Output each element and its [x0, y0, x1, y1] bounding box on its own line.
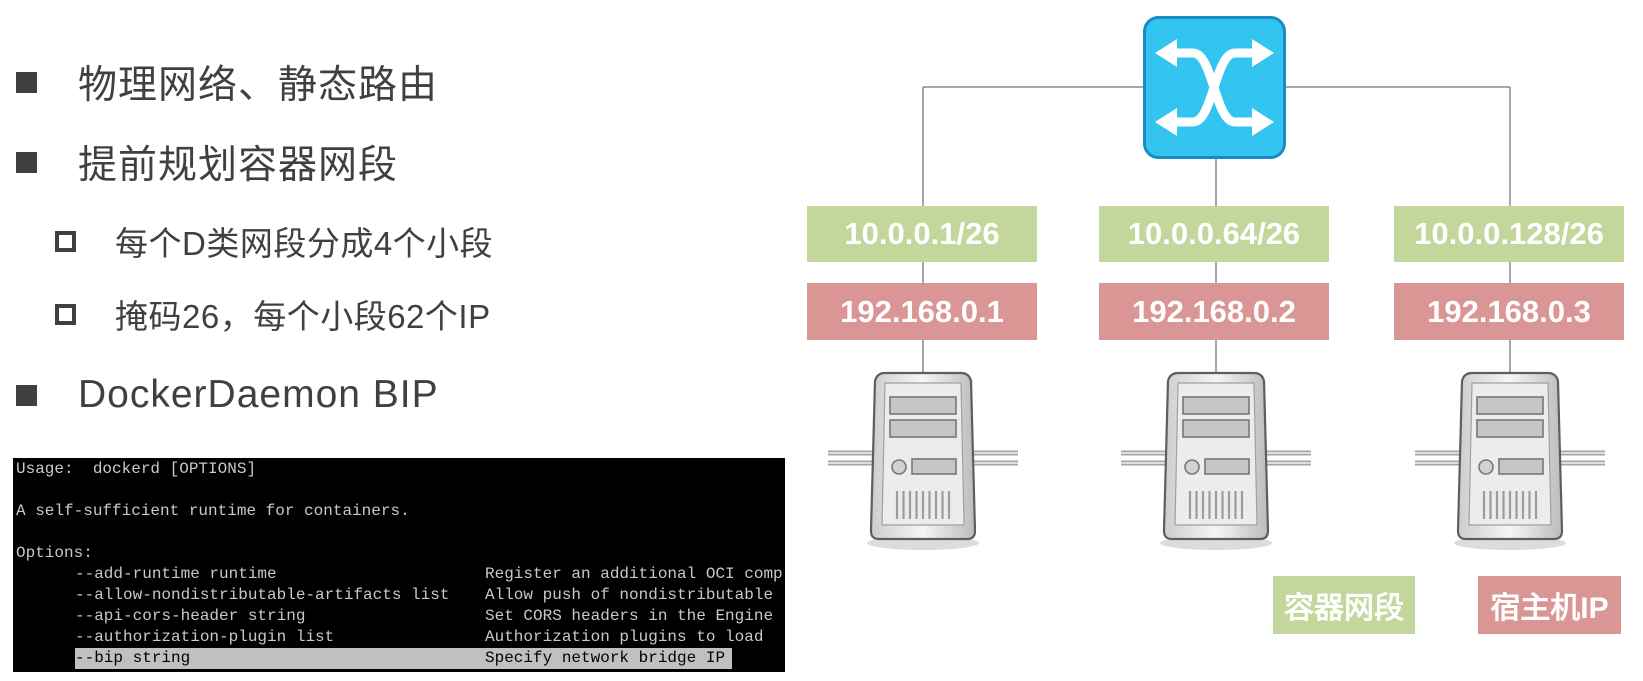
- sub-bullet-item: 掩码26，每个小段62个IP: [55, 292, 491, 336]
- sub-bullet-text: 每个D类网段分成4个小段: [115, 225, 494, 262]
- bullet-text: DockerDaemon BIP: [78, 373, 439, 416]
- terminal-option-row: --authorization-plugin list Authorizatio…: [13, 627, 785, 648]
- option-flag: --authorization-plugin list: [75, 628, 335, 646]
- terminal-option-row: --bip string Specify network bridge IP: [13, 648, 785, 669]
- terminal-option-row: --add-runtime runtime Register an additi…: [13, 564, 785, 585]
- container-subnet-box: 10.0.0.1/26: [807, 206, 1037, 262]
- bullet-item: 提前规划容器网段: [16, 140, 398, 187]
- option-flag: --add-runtime runtime: [75, 565, 277, 583]
- container-subnet-box: 10.0.0.64/26: [1099, 206, 1329, 262]
- arrowhead: [1155, 108, 1177, 136]
- terminal-options-header: Options:: [16, 544, 93, 562]
- option-description: Register an additional OCI comp: [485, 565, 783, 583]
- bullet-text: 提前规划容器网段: [78, 144, 399, 187]
- server-icon: [828, 373, 1018, 550]
- option-flag: --bip string: [75, 649, 191, 667]
- selection-highlight: [75, 648, 732, 669]
- bullet-text: 物理网络、静态路由: [78, 64, 439, 107]
- option-flag: --api-cors-header string: [75, 607, 306, 625]
- bullet-item: DockerDaemon BIP: [16, 373, 439, 417]
- terminal-option-row: --api-cors-header string Set CORS header…: [13, 606, 785, 627]
- arrowhead: [1155, 39, 1177, 67]
- host-ip-box: 192.168.0.3: [1394, 283, 1624, 340]
- filled-square-icon: [16, 151, 37, 173]
- terminal-option-row: --allow-nondistributable-artifacts list …: [13, 585, 785, 606]
- option-flag: --allow-nondistributable-artifacts list: [75, 586, 450, 604]
- terminal-description-line: A self-sufficient runtime for containers…: [16, 502, 410, 520]
- sub-bullet-text: 掩码26，每个小段62个IP: [115, 298, 491, 335]
- legend-container-subnet: 容器网段: [1273, 576, 1415, 634]
- server-icon: [1121, 373, 1311, 550]
- hollow-square-icon: [55, 303, 76, 325]
- switch-arrow: [1173, 48, 1255, 127]
- switch-icon: [1143, 16, 1286, 159]
- option-description: Specify network bridge IP: [485, 649, 726, 667]
- terminal-usage-line: Usage: dockerd [OPTIONS]: [16, 460, 257, 478]
- hollow-square-icon: [55, 230, 76, 252]
- arrowhead: [1252, 39, 1274, 67]
- option-description: Allow push of nondistributable: [485, 586, 774, 604]
- filled-square-icon: [16, 384, 37, 406]
- arrowhead: [1252, 108, 1274, 136]
- host-ip-box: 192.168.0.2: [1099, 283, 1329, 340]
- terminal-window: Usage: dockerd [OPTIONS] A self-sufficie…: [13, 458, 785, 672]
- filled-square-icon: [16, 71, 37, 93]
- legend-host-ip: 宿主机IP: [1478, 576, 1621, 634]
- option-description: Authorization plugins to load: [485, 628, 764, 646]
- bullet-item: 物理网络、静态路由: [16, 60, 438, 107]
- host-ip-box: 192.168.0.1: [807, 283, 1037, 340]
- option-description: Set CORS headers in the Engine: [485, 607, 774, 625]
- sub-bullet-item: 每个D类网段分成4个小段: [55, 219, 493, 263]
- server-icon: [1415, 373, 1605, 550]
- container-subnet-box: 10.0.0.128/26: [1394, 206, 1624, 262]
